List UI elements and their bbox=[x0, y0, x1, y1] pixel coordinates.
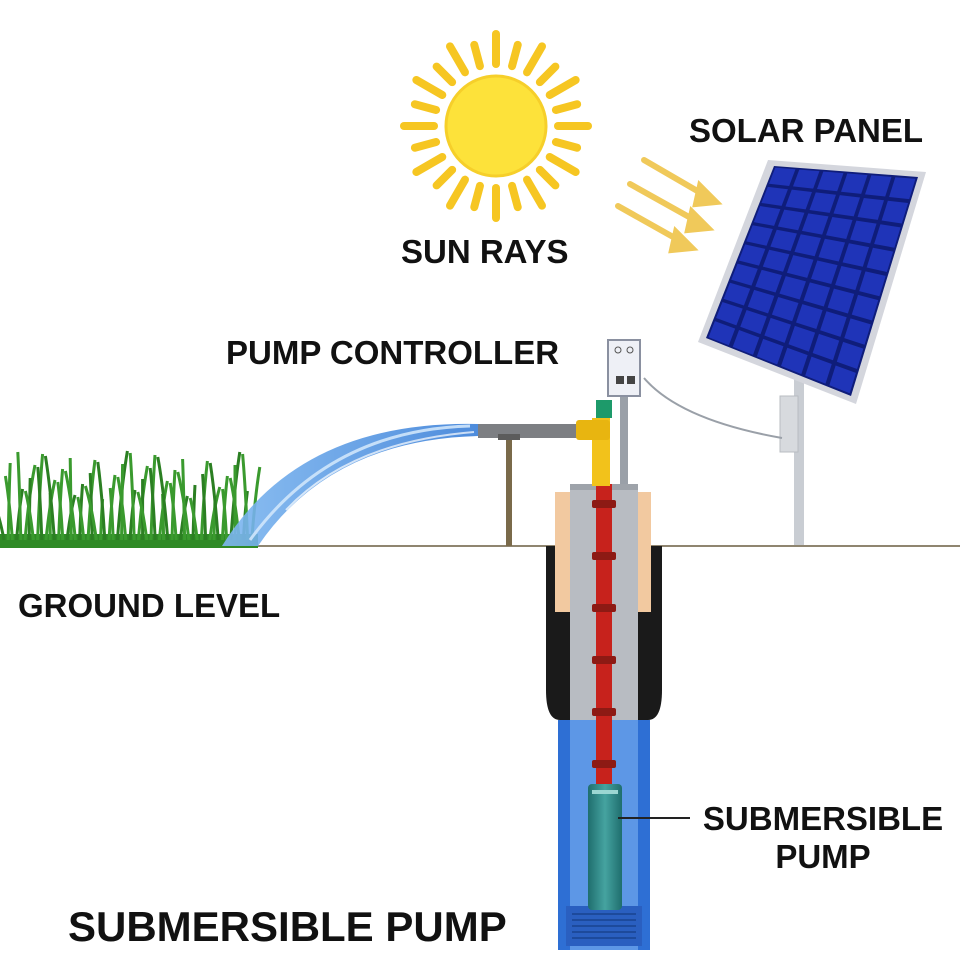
submersible-pump bbox=[588, 784, 622, 910]
riser-pipe bbox=[576, 400, 612, 486]
water-stream bbox=[222, 423, 478, 546]
power-cable bbox=[643, 377, 783, 439]
label-solar-panel: SOLAR PANEL bbox=[689, 112, 924, 149]
diagram-title: SUBMERSIBLE PUMP bbox=[68, 903, 507, 950]
sun-icon bbox=[400, 30, 592, 222]
pump-controller bbox=[607, 339, 641, 484]
label-pump-controller: PUMP CONTROLLER bbox=[226, 334, 560, 371]
label-sun-rays: SUN RAYS bbox=[401, 233, 569, 270]
outlet-pipe bbox=[478, 424, 582, 546]
rising-main bbox=[592, 484, 616, 784]
label-ground-level: GROUND LEVEL bbox=[18, 587, 281, 624]
label-submersible-pump: SUBMERSIBLE PUMP bbox=[702, 800, 944, 876]
solar-panel bbox=[698, 160, 926, 404]
grass-patch bbox=[0, 450, 262, 548]
sun-ray-arrows bbox=[615, 157, 723, 254]
solar-panel-stand bbox=[779, 356, 804, 546]
